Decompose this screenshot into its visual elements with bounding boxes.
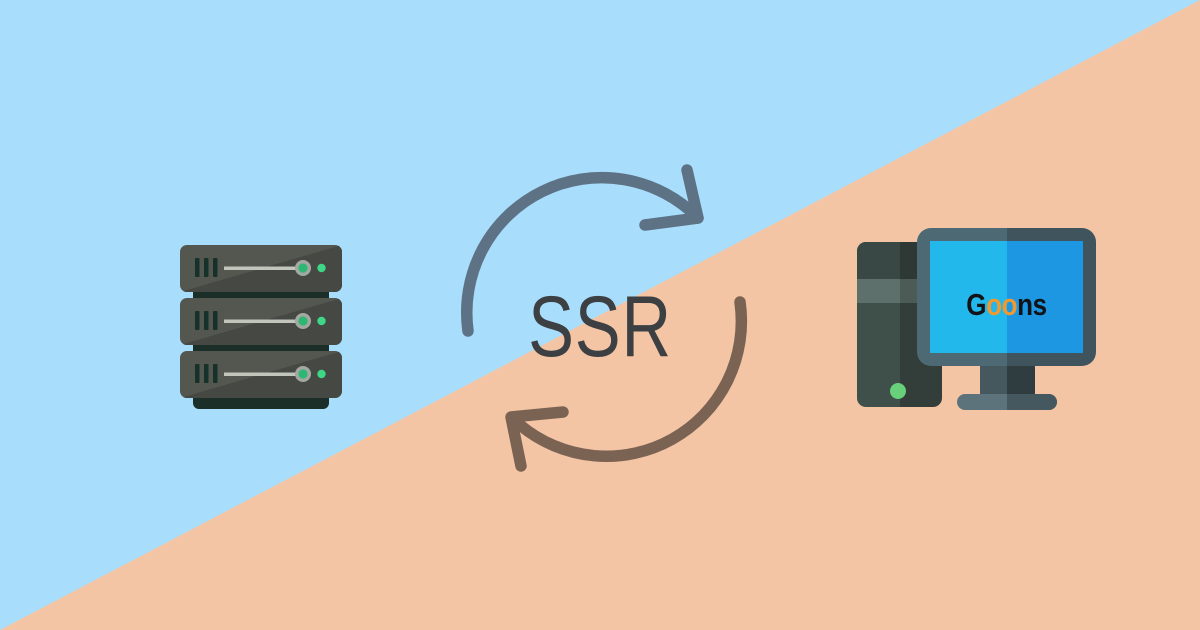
slider-line [224,319,303,323]
slider-line [224,266,303,270]
brand-part-1: G [966,287,987,322]
monitor [917,228,1096,366]
server-unit [180,245,342,292]
status-led [317,263,326,273]
arrow-bottom-clockwise [505,296,748,472]
knob-led [298,369,308,379]
vent-slots-icon [195,364,218,383]
status-led [317,369,326,379]
server-unit [180,298,342,345]
brand-part-2: oo [986,287,1018,322]
screen-left [930,241,1007,353]
power-led [890,383,906,399]
vent-slots-icon [195,258,218,277]
server-stack-icon [180,245,342,409]
arrow-top-clockwise [461,164,704,337]
knob-led [298,316,308,326]
slider-line [224,372,303,376]
screen-right [1007,241,1083,353]
ssr-title: SSR [120,284,1080,370]
ssr-title-text: SSR [528,279,672,375]
server-unit [180,351,342,398]
vent-slots-icon [195,311,218,330]
brand-part-3: ns [1017,287,1047,322]
knob-led [298,263,308,273]
sync-cycle-arrows-icon [461,164,748,472]
status-led [317,316,326,326]
desktop-computer-icon [857,228,1096,410]
